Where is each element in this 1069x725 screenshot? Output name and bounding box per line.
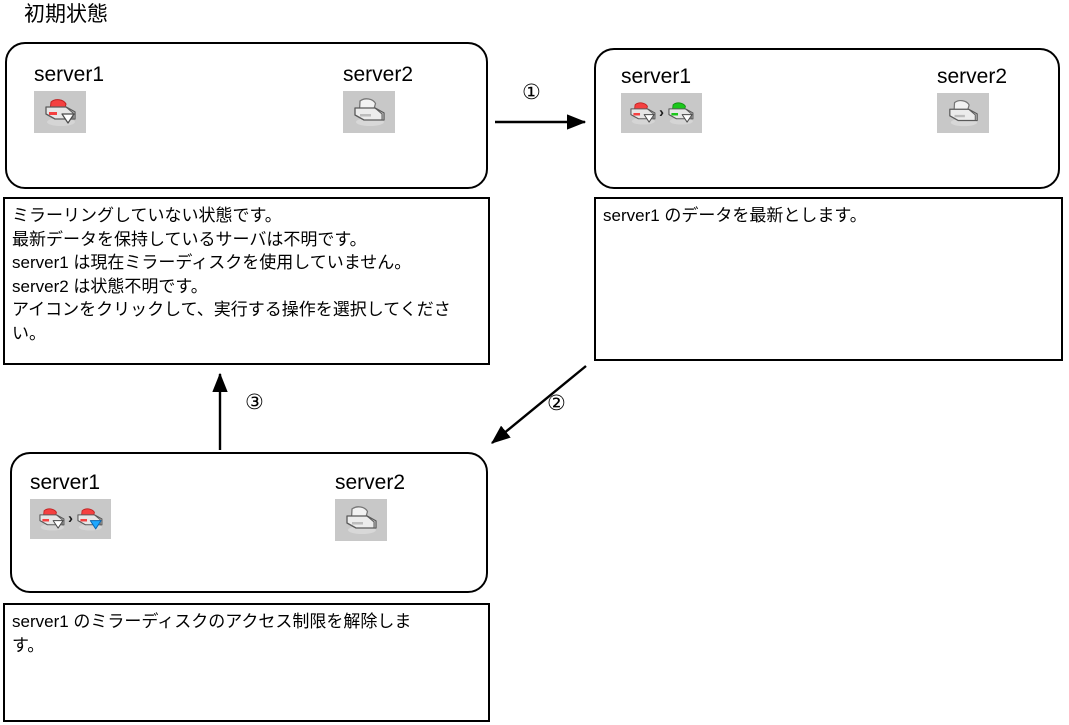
arrow-2-line: [491, 365, 587, 444]
server1-icon-tile[interactable]: [34, 91, 86, 133]
desc-line: す。: [12, 635, 45, 655]
transition-chevron-icon: ›: [659, 103, 664, 121]
server-slot-server1: server1: [34, 62, 104, 133]
server1-label-b: server1: [621, 65, 692, 88]
server2-icon-tile-c[interactable]: [335, 499, 387, 541]
desc-line: アイコンをクリックして、実行する操作を選択してください。: [12, 300, 451, 343]
desc-line: 最新データを保持しているサーバは不明です。: [12, 229, 367, 249]
server1-icon-tile-c[interactable]: ›: [30, 499, 111, 539]
mirror-disk-red-restricted-icon[interactable]: [35, 503, 68, 535]
desc-line: server2 は状態不明です。: [12, 276, 208, 296]
server-slot-server1-c: server1 ›: [30, 470, 111, 539]
arrow-3-line: [212, 372, 228, 450]
server2-label: server2: [343, 63, 414, 86]
mirror-disk-green-mirroring-icon[interactable]: [664, 97, 697, 129]
mirror-disk-unknown-icon[interactable]: [341, 503, 381, 537]
mirror-disk-red-restricted-icon[interactable]: [40, 95, 80, 129]
mirror-disk-red-restricted-icon[interactable]: [626, 97, 659, 129]
arrow-1-line: [495, 114, 587, 130]
mirror-disk-unknown-icon[interactable]: [349, 95, 389, 129]
description-access-restriction: server1 のミラーディスクのアクセス制限を解除しま す。: [3, 603, 490, 722]
arrow-3-label: ③: [245, 391, 264, 414]
description-initial-state: ミラーリングしていない状態です。 最新データを保持しているサーバは不明です。 s…: [3, 197, 490, 365]
state-panel-initial: server1 server2: [5, 42, 488, 189]
server2-label-b: server2: [937, 65, 1008, 88]
server2-icon-tile[interactable]: [343, 91, 395, 133]
server-slot-server2-b: server2: [937, 64, 1007, 133]
desc-line: server1 のデータを最新とします。: [603, 206, 867, 225]
server-slot-server2: server2: [343, 62, 413, 133]
server1-icon-tile-b[interactable]: ›: [621, 93, 702, 133]
mirror-disk-unknown-icon[interactable]: [943, 97, 983, 129]
state-panel-access-restriction: server1 ›: [10, 452, 488, 593]
description-latest-data: server1 のデータを最新とします。: [594, 197, 1063, 361]
arrow-1-label: ①: [522, 81, 541, 104]
desc-line: server1 のミラーディスクのアクセス制限を解除しま: [12, 612, 412, 631]
server1-label-c: server1: [30, 471, 101, 494]
server-slot-server1-b: server1 ›: [621, 64, 702, 133]
server2-icon-tile-b[interactable]: [937, 93, 989, 133]
desc-line: ミラーリングしていない状態です。: [12, 206, 282, 225]
server2-label-c: server2: [335, 471, 406, 494]
transition-chevron-icon: ›: [68, 509, 73, 527]
arrow-2-label: ②: [547, 392, 566, 415]
desc-line: server1 は現在ミラーディスクを使用していません。: [12, 253, 412, 272]
server1-label: server1: [34, 63, 105, 86]
mirror-disk-red-unlocked-icon[interactable]: [73, 503, 106, 535]
page-title: 初期状態: [24, 3, 108, 26]
state-panel-latest-data: server1 ›: [594, 48, 1060, 189]
server-slot-server2-c: server2: [335, 470, 405, 541]
